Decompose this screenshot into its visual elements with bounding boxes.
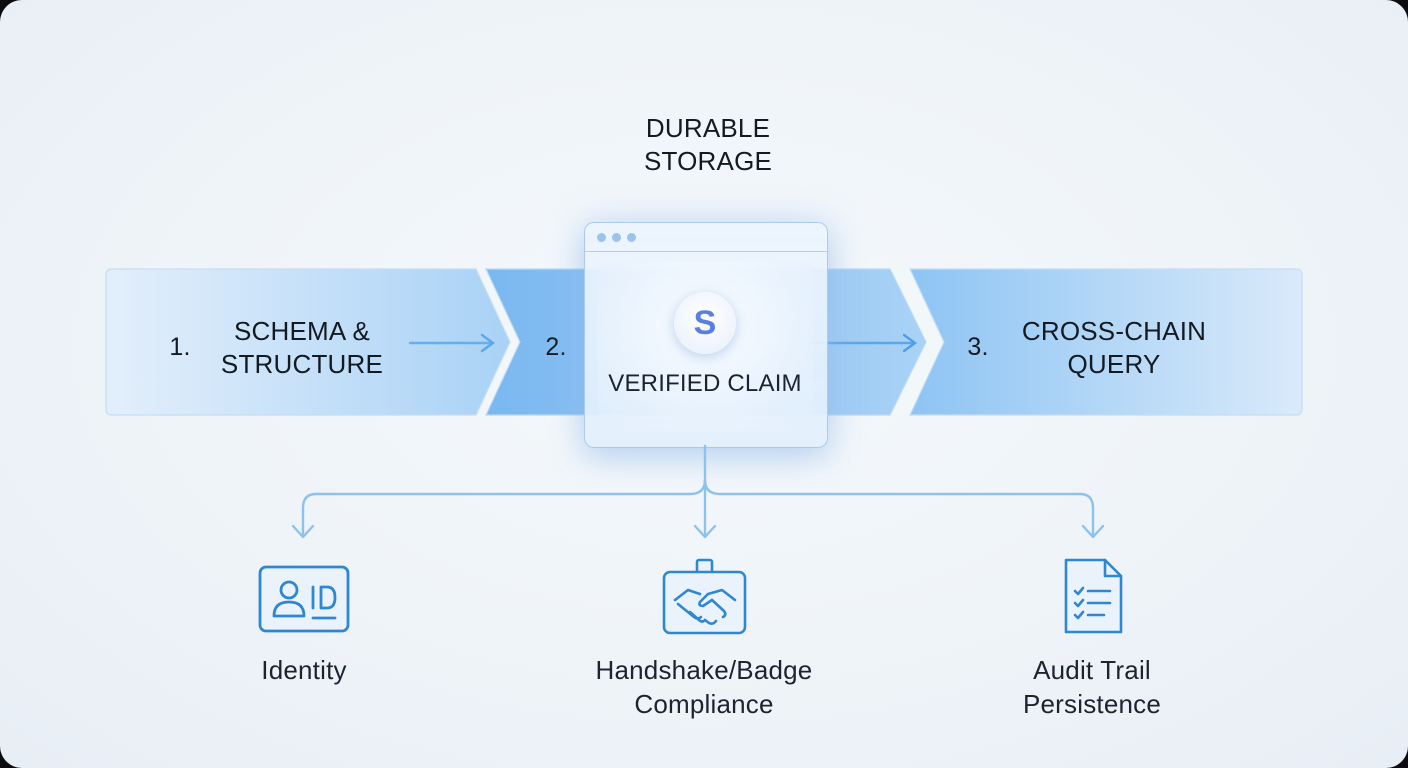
window-dot bbox=[597, 233, 606, 242]
step-3-number: 3. bbox=[967, 333, 989, 361]
connector-right bbox=[703, 478, 1095, 538]
window-dot bbox=[627, 233, 636, 242]
document-checklist-icon bbox=[1064, 558, 1123, 634]
step-3-label-line-1: CROSS-CHAIN bbox=[1021, 316, 1207, 346]
storage-title-line-1: DURABLE bbox=[645, 113, 771, 143]
step-1-label-line-1: SCHEMA & bbox=[234, 316, 370, 346]
step-3-chevron bbox=[909, 268, 1303, 416]
step-2-number: 2. bbox=[545, 333, 567, 361]
output-audit-label-line-2: Persistence bbox=[1022, 689, 1162, 719]
card-title-bar bbox=[585, 223, 827, 252]
arrowhead-right bbox=[1081, 524, 1105, 539]
output-handshake-label-line-1: Handshake/Badge bbox=[595, 655, 813, 685]
verified-claim-label: VERIFIED CLAIM bbox=[608, 370, 802, 397]
s-logo-icon: S bbox=[674, 292, 736, 354]
output-identity-label: Identity bbox=[261, 655, 347, 685]
arrow-1-to-2 bbox=[408, 333, 496, 353]
step-1-number: 1. bbox=[169, 333, 191, 361]
step-1-chevron bbox=[105, 268, 511, 416]
storage-title-line-2: STORAGE bbox=[643, 146, 773, 176]
output-audit-label-line-1: Audit Trail bbox=[1033, 655, 1151, 685]
handshake-badge-icon bbox=[662, 558, 747, 635]
connector-left bbox=[301, 478, 707, 538]
id-card-icon bbox=[258, 565, 350, 633]
window-dot bbox=[612, 233, 621, 242]
output-handshake-label-line-2: Compliance bbox=[634, 689, 774, 719]
step-3-label-line-2: QUERY bbox=[1067, 349, 1161, 379]
arrowhead-left bbox=[291, 524, 315, 539]
arrowhead-center bbox=[693, 524, 717, 539]
step-1-label-line-2: STRUCTURE bbox=[220, 349, 384, 379]
